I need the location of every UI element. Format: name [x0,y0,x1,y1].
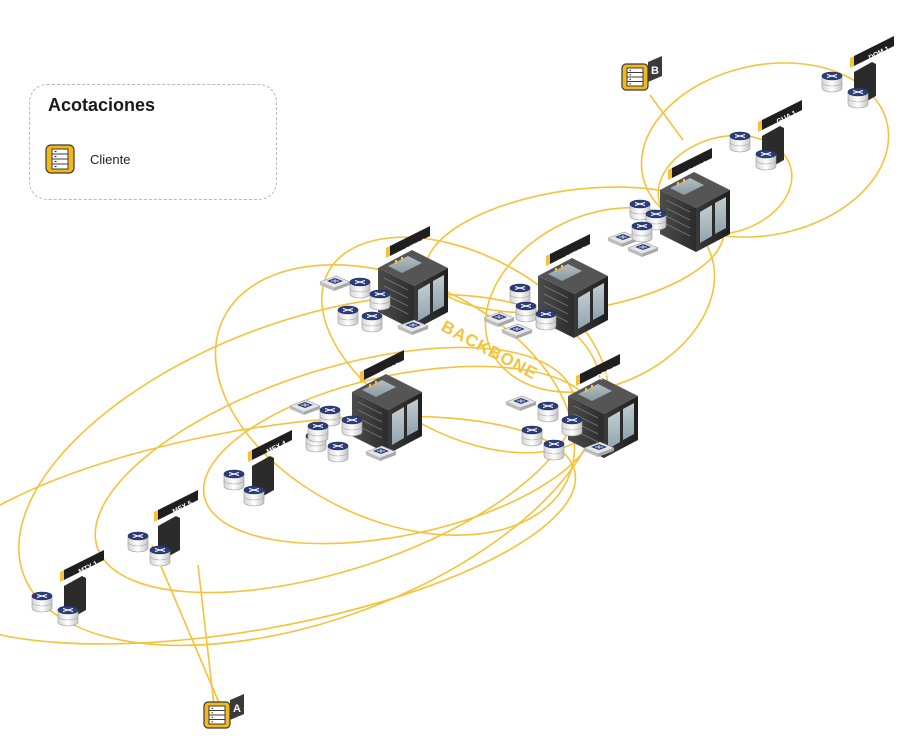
link-ring-mty-qro [0,415,577,645]
link-ring-pan-gua [657,134,793,236]
node-mty1[interactable]: MTY 1 [31,550,104,627]
link-ring-mty-mex2 [18,293,602,647]
node-mex4[interactable]: MEX 4 [223,430,292,507]
link-ring-pan-dom [640,62,890,238]
legend-title: Acotaciones [48,95,156,115]
network-links [0,62,890,706]
client-b-label: B [651,65,659,77]
node-gua1[interactable]: GUA 1 [729,100,802,171]
link-client-a-1 [151,544,221,706]
client-server-icon [45,144,75,174]
client-b[interactable]: B [621,56,662,91]
node-dom1[interactable]: DOM 1 [821,36,894,109]
legend-box: Acotaciones Cliente [29,84,277,200]
node-mex3[interactable]: MEX 3 [289,350,423,463]
node-mex1[interactable]: MEX 1 [483,234,609,340]
client-a-label: A [233,703,241,715]
node-mex5[interactable]: MEX 5 [127,490,198,567]
link-client-a-2 [197,564,215,706]
legend-item-label: Cliente [90,152,131,167]
link-client-b [649,94,684,141]
link-ring-mex5-qro [94,346,576,594]
link-ring-pan-qro [484,206,716,394]
node-mex2[interactable]: MEX 2 [319,226,449,336]
client-a[interactable]: A [203,694,244,729]
